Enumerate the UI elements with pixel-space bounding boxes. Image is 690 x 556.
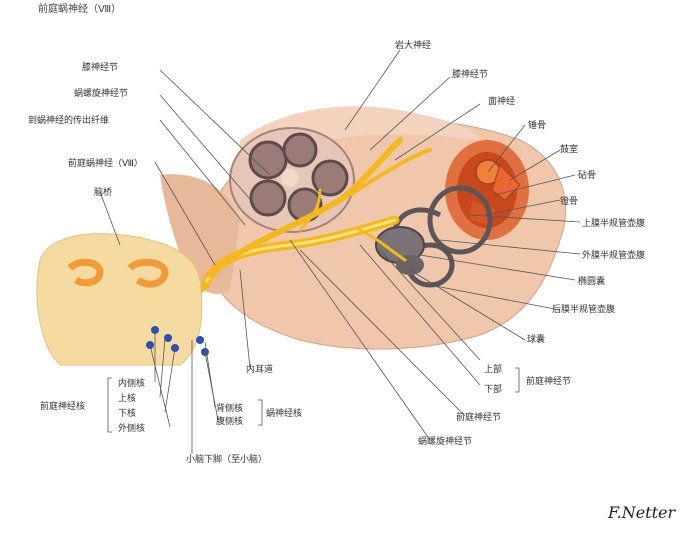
label-facial-ganglion: 膝神经节 <box>452 68 488 80</box>
pons <box>36 233 203 366</box>
label-superior-nucleus: 上核 <box>118 392 136 404</box>
tympanic-cavity <box>445 140 529 240</box>
label-efferent: 到蜗神经的传出纤维 <box>28 114 109 126</box>
label-lateral-ampulla: 外膜半规管壶腹 <box>582 249 645 261</box>
netter-signature: F.Netter <box>607 503 676 522</box>
label-cochlear-ganglion-bottom: 蜗螺旋神经节 <box>418 435 472 447</box>
label-dorsal-cochlear: 背侧核 <box>216 402 243 414</box>
label-lower-part: 下部 <box>484 383 502 395</box>
page-title: 前庭蜗神经（Ⅷ） <box>38 2 121 15</box>
label-facial-nerve: 面神经 <box>488 95 515 107</box>
label-incus: 砧骨 <box>578 169 596 181</box>
label-upper-part: 上部 <box>484 363 502 375</box>
label-internal-meatus: 内耳道 <box>246 363 273 375</box>
label-viii: 前庭蜗神经（Ⅷ） <box>68 157 143 169</box>
petrous-upper <box>240 106 480 175</box>
cochlea <box>229 127 355 233</box>
nucleus-brackets <box>107 330 520 454</box>
label-posterior-ampulla: 后膜半规管壶腹 <box>552 303 615 315</box>
label-superior-ampulla: 上膜半规管壶腹 <box>582 217 645 229</box>
label-medial-nucleus: 内侧核 <box>118 377 145 389</box>
label-inferior-nucleus: 下核 <box>118 407 136 419</box>
label-ventral-cochlear: 腹侧核 <box>216 415 243 427</box>
label-vestibular-nuclei: 前庭神经核 <box>40 400 85 412</box>
label-pons: 脑桥 <box>94 186 112 198</box>
label-greater-petrosal: 岩大神经 <box>395 39 431 51</box>
label-stapes: 镫骨 <box>560 195 578 207</box>
label-geniculate: 膝神经节 <box>82 61 118 73</box>
label-cochlear-nuclei: 蜗神经核 <box>266 407 302 419</box>
label-vestibular-ganglion: 前庭神经节 <box>456 411 501 423</box>
label-lateral-nucleus: 外侧核 <box>118 422 145 434</box>
leader-lines <box>99 49 581 441</box>
label-malleus: 锤骨 <box>528 119 546 131</box>
label-cochlear-ganglion: 蜗螺旋神经节 <box>74 87 128 99</box>
label-cerebellum: 小脑下脚（至小脑） <box>186 453 267 465</box>
label-saccule: 球囊 <box>527 333 545 345</box>
label-vestibular-ganglion-brace: 前庭神经节 <box>526 375 571 387</box>
label-utricle: 椭圆囊 <box>578 275 605 287</box>
label-tympanic: 鼓室 <box>560 143 578 155</box>
